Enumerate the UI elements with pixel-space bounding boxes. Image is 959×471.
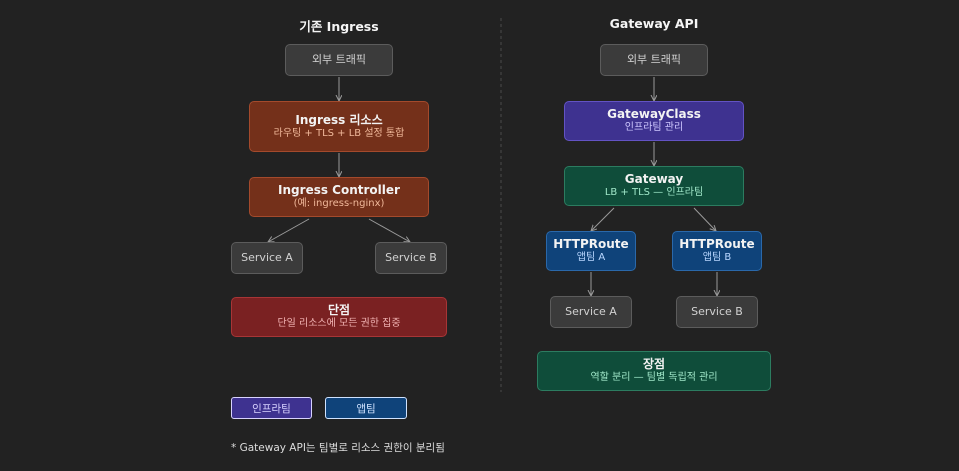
ingress-resource-title: Ingress 리소스 [295,112,383,127]
gateway-subtitle: LB + TLS — 인프라팀 [604,187,704,199]
gateway-title: Gateway [624,172,684,187]
right-service-a-label: Service A [565,305,617,319]
gatewayclass-box: GatewayClass 인프라팀 관리 [564,101,744,141]
legend-app-team: 앱팀 [325,397,407,419]
arrow-controller-to-service-a [268,218,310,242]
httproute-a-subtitle: 앱팀 A [576,252,606,264]
right-service-a-box: Service A [550,296,632,328]
drawback-box: 단점 단일 리소스에 모든 권한 집중 [231,297,447,337]
legend-infra-label: 인프라팀 [252,402,291,415]
left-service-a-label: Service A [241,251,293,265]
httproute-b-subtitle: 앱팀 B [702,252,732,264]
drawback-subtitle: 단일 리소스에 모든 권한 집중 [277,318,401,330]
left-column-title: 기존 Ingress [299,19,379,34]
right-traffic-label: 외부 트래픽 [626,53,682,67]
right-service-b-label: Service B [691,305,743,319]
ingress-resource-subtitle: 라우팅 + TLS + LB 설정 통합 [273,127,405,139]
left-service-b-label: Service B [385,251,437,265]
right-column-title: Gateway API [609,16,699,31]
right-traffic-box: 외부 트래픽 [600,44,708,76]
advantage-title: 장점 [642,357,666,372]
left-service-a-box: Service A [231,242,303,274]
advantage-subtitle: 역할 분리 — 팀별 독립적 관리 [590,372,718,384]
httproute-b-title: HTTPRoute [679,237,755,252]
right-service-b-box: Service B [676,296,758,328]
httproute-b-box: HTTPRoute 앱팀 B [672,231,762,271]
left-traffic-label: 외부 트래픽 [311,53,367,67]
left-traffic-box: 외부 트래픽 [285,44,393,76]
advantage-box: 장점 역할 분리 — 팀별 독립적 관리 [537,351,771,391]
httproute-a-box: HTTPRoute 앱팀 A [546,231,636,271]
drawback-title: 단점 [327,303,351,318]
gatewayclass-subtitle: 인프라팀 관리 [624,122,684,134]
arrow-controller-to-service-b [368,218,410,242]
legend-infra-team: 인프라팀 [231,397,312,419]
legend-app-label: 앱팀 [356,402,376,415]
arrow-gateway-to-route-b [693,207,716,231]
ingress-controller-subtitle: (예: ingress-nginx) [293,198,385,210]
gatewayclass-title: GatewayClass [607,107,701,122]
footnote: * Gateway API는 팀별로 리소스 권한이 분리됨 [231,442,445,454]
ingress-controller-box: Ingress Controller (예: ingress-nginx) [249,177,429,217]
arrow-gateway-to-route-a [591,207,615,231]
httproute-a-title: HTTPRoute [553,237,629,252]
left-service-b-box: Service B [375,242,447,274]
ingress-resource-box: Ingress 리소스 라우팅 + TLS + LB 설정 통합 [249,101,429,152]
gateway-box: Gateway LB + TLS — 인프라팀 [564,166,744,206]
ingress-controller-title: Ingress Controller [278,183,400,198]
